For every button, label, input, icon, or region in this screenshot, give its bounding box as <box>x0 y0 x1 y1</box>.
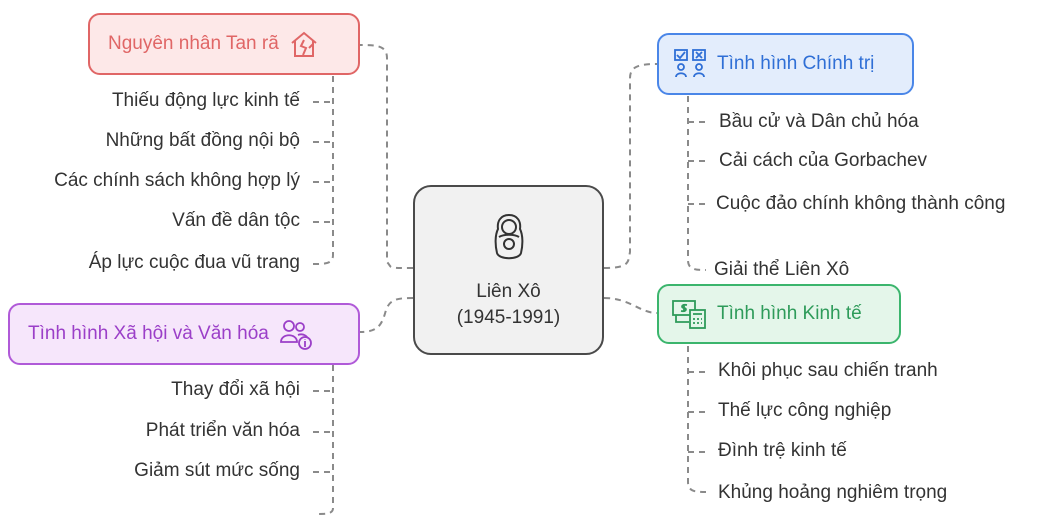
economy-item-3: Khủng hoảng nghiêm trọng <box>718 482 948 503</box>
node-society-label: Tình hình Xã hội và Văn hóa <box>28 323 269 344</box>
economy-item-1: Thế lực công nghiệp <box>718 400 892 421</box>
causes-item-4: Áp lực cuộc đua vũ trang <box>88 252 300 273</box>
connector-politics <box>603 63 658 269</box>
society-item-2: Giảm sút mức sống <box>134 460 300 481</box>
node-society[interactable]: Tình hình Xã hội và Văn hóa <box>8 303 360 365</box>
center-title: Liên Xô <box>476 281 541 302</box>
economy-item-0: Khôi phục sau chiến tranh <box>718 360 938 381</box>
connector-causes <box>359 44 414 269</box>
economy-item-2: Đình trệ kinh tế <box>718 440 847 461</box>
people-info-icon <box>279 318 313 350</box>
politics-item-0: Bầu cử và Dân chủ hóa <box>719 111 919 132</box>
broken-house-icon <box>289 30 319 58</box>
node-economy[interactable]: Tình hình Kinh tế <box>657 284 901 344</box>
node-politics[interactable]: Tình hình Chính trị <box>657 33 914 95</box>
node-politics-label: Tình hình Chính trị <box>717 53 875 74</box>
spine-economy <box>687 346 707 493</box>
center-node[interactable]: Liên Xô (1945-1991) <box>413 185 604 355</box>
politics-item-1: Cải cách của Gorbachev <box>719 150 928 171</box>
connector-society <box>359 297 414 333</box>
causes-item-1: Những bất đồng nội bộ <box>105 130 300 151</box>
voting-checklist-icon <box>673 48 707 80</box>
center-subtitle: (1945-1991) <box>456 307 561 328</box>
politics-item-3: Giải thể Liên Xô <box>714 259 850 280</box>
society-item-1: Phát triển văn hóa <box>145 420 300 441</box>
causes-item-0: Thiếu động lực kinh tế <box>111 90 300 111</box>
money-calculator-icon <box>671 298 707 330</box>
spine-society <box>317 365 334 515</box>
node-causes-label: Nguyên nhân Tan rã <box>108 33 279 54</box>
node-causes[interactable]: Nguyên nhân Tan rã <box>88 13 360 75</box>
causes-item-3: Vấn đề dân tộc <box>172 210 300 231</box>
node-economy-label: Tình hình Kinh tế <box>717 303 862 324</box>
politics-item-2: Cuộc đảo chính không thành công <box>716 193 1006 214</box>
connector-economy <box>603 297 658 314</box>
society-item-0: Thay đổi xã hội <box>171 379 300 400</box>
causes-item-2: Các chính sách không hợp lý <box>54 170 300 191</box>
matryoshka-doll-icon <box>492 213 526 269</box>
spine-causes <box>312 76 334 265</box>
